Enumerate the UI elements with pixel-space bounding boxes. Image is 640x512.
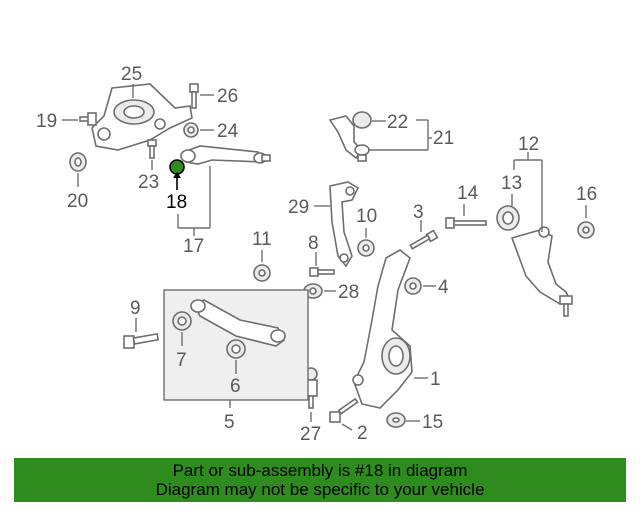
- part-15-nut: [386, 412, 406, 428]
- callout-16: 16: [576, 184, 597, 205]
- callout-24: 24: [217, 121, 239, 142]
- callout-10: 10: [356, 206, 377, 227]
- callout-20: 20: [67, 191, 88, 212]
- part-25-bracket: [91, 83, 193, 151]
- part-17-control-arm: [180, 145, 271, 165]
- callout-4: 4: [438, 277, 449, 298]
- part-4-nut: [404, 277, 422, 295]
- callout-15: 15: [422, 412, 443, 433]
- part-8-bolt: [309, 267, 335, 277]
- callout-18: 18: [166, 192, 187, 213]
- part-3-bolt: [409, 229, 439, 250]
- banner-line-2: Diagram may not be specific to your vehi…: [155, 480, 485, 499]
- part-7-bushing: [172, 311, 192, 331]
- callout-25: 25: [121, 64, 142, 85]
- info-banner: Part or sub-assembly is #18 in diagram D…: [14, 458, 626, 502]
- part-14-bolt: [445, 217, 487, 229]
- callout-14: 14: [457, 183, 479, 204]
- part-18-highlighted[interactable]: [169, 159, 185, 175]
- callout-28: 28: [338, 282, 359, 303]
- part-5-control-arm: [190, 299, 286, 347]
- callout-12: 12: [518, 134, 539, 155]
- part-21-link: [328, 111, 372, 162]
- callout-6: 6: [230, 376, 241, 397]
- callout-29: 29: [288, 197, 309, 218]
- callout-17: 17: [183, 236, 204, 257]
- part-1-knuckle: [352, 249, 413, 409]
- part-19-bolt: [79, 112, 97, 126]
- callout-2: 2: [357, 423, 368, 444]
- part-6-bushing: [226, 339, 246, 359]
- part-26-bolt: [189, 83, 199, 109]
- callout-27: 27: [300, 424, 321, 445]
- callout-8: 8: [308, 233, 319, 254]
- callout-23: 23: [138, 172, 159, 193]
- callout-22: 22: [387, 112, 408, 133]
- part-23-bolt: [147, 139, 157, 159]
- parts-diagram: 25 26 19 24 20 23 17: [36, 64, 597, 445]
- callout-19: 19: [36, 111, 57, 132]
- callout-11: 11: [252, 229, 272, 250]
- banner-line-1: Part or sub-assembly is #18 in diagram: [172, 461, 468, 480]
- part-9-bolt: [123, 332, 160, 349]
- callout-21: 21: [433, 128, 454, 149]
- part-10-nut: [357, 239, 375, 257]
- callout-1: 1: [430, 369, 441, 390]
- part-12-lower-arm: [496, 205, 573, 317]
- callout-9: 9: [130, 298, 141, 319]
- callout-5: 5: [224, 412, 235, 433]
- part-2-bolt: [329, 397, 359, 423]
- part-24-nut: [183, 122, 199, 138]
- callout-7: 7: [176, 350, 187, 371]
- part-20-nut: [69, 152, 87, 172]
- callout-13: 13: [501, 173, 522, 194]
- part-29-bracket: [329, 181, 360, 268]
- callout-3: 3: [413, 202, 424, 223]
- callout-26: 26: [217, 86, 238, 107]
- part-11-nut: [253, 264, 271, 282]
- part-16-nut: [577, 221, 595, 239]
